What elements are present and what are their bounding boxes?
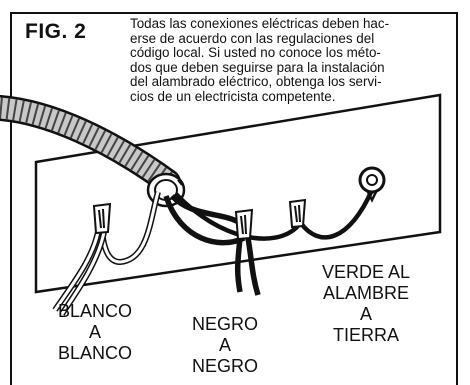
caption-line: dos que deben seguirse para la instalaci… — [130, 59, 385, 75]
label-white-to-white: BLANCO A BLANCO — [30, 301, 160, 364]
label-line: BLANCO — [57, 301, 133, 321]
label-line: NEGRO — [191, 314, 258, 334]
caption-line: código local. Si usted no conoce los mét… — [130, 45, 381, 61]
caption-line: del alambrado eléctrico, obtenga los ser… — [130, 74, 382, 90]
label-line: A — [218, 335, 231, 355]
caption-line: cios de un electricista competente. — [130, 88, 336, 104]
wire-nut-white — [92, 202, 112, 235]
label-line: NEGRO — [191, 356, 258, 376]
label-line: VERDE AL — [321, 262, 411, 282]
ground-screw — [358, 166, 386, 203]
label-line: BLANCO — [57, 343, 133, 363]
caption-line: erse de acuerdo con las regulaciones del — [130, 30, 375, 46]
label-green-to-ground: VERDE AL ALAMBRE A TIERRA — [296, 262, 436, 346]
label-line: A — [88, 322, 101, 342]
figure-label: FIG. 2 — [25, 20, 87, 43]
label-line: ALAMBRE — [322, 283, 410, 303]
label-line: A — [359, 304, 372, 324]
figure-frame — [10, 12, 458, 385]
wire-nut-black — [234, 208, 254, 241]
wire-nut-ground — [288, 198, 307, 229]
figure-caption: Todas las conexiones eléctricas deben ha… — [130, 16, 460, 105]
flexible-conduit — [0, 95, 181, 195]
label-black-to-black: NEGRO A NEGRO — [180, 314, 270, 377]
caption-line: Todas las conexiones eléctricas deben ha… — [130, 16, 390, 31]
junction-box-plate — [34, 93, 442, 294]
white-wires — [52, 191, 161, 316]
label-line: TIERRA — [332, 325, 399, 345]
